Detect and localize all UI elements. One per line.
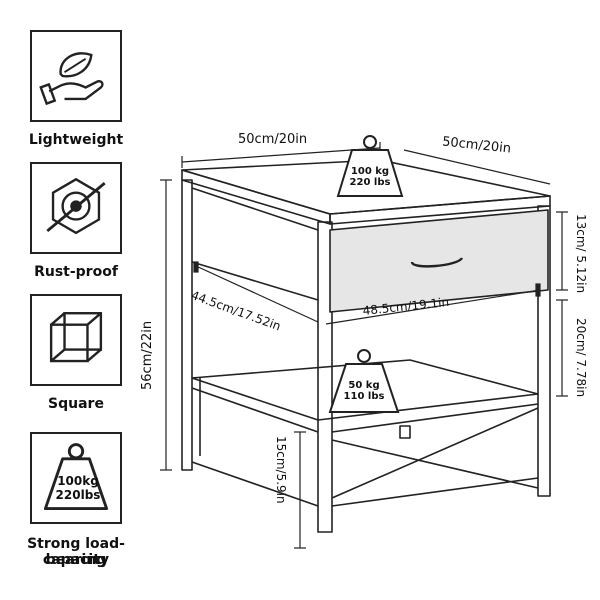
top-width-label: 50cm/20in [238, 132, 308, 147]
load-lbs-text: 220lbs [55, 488, 101, 502]
shelf-weight-tag [328, 363, 400, 413]
drawer-bottom-left [191, 261, 319, 301]
bottom-rail-front [331, 477, 539, 507]
drawer-top-left [191, 187, 319, 231]
drawer-height-label: 13cm/ 5.12in [574, 214, 588, 294]
shelf-weight-ring [357, 349, 371, 363]
leg-front-right [537, 205, 551, 497]
square-feature-box [30, 294, 122, 386]
leg-front-left [317, 221, 333, 533]
cube-icon [49, 312, 103, 363]
bottom-rail-left [191, 461, 319, 507]
top-weight-ring [363, 135, 377, 149]
lower-shelf-front [191, 387, 319, 433]
lightweight-feature-box [30, 30, 122, 122]
square-label: Square [48, 396, 104, 412]
shelf-load-lbs: 110 lbs [343, 391, 385, 402]
shelf-load-kg: 50 kg [348, 380, 380, 391]
load-feature-box: 100kg 220lbs [30, 432, 122, 524]
load-kg-text: 100kg [57, 474, 99, 488]
shelf-foot [399, 425, 411, 439]
x-brace-2 [331, 407, 539, 499]
rust-proof-feature-box [30, 162, 122, 254]
load-label-line2: capacity [42, 552, 110, 568]
lightweight-label: Lightweight [28, 132, 124, 148]
shelf-gap-label: 20cm/ 7.78in [574, 318, 588, 398]
lower-shelf [191, 359, 539, 421]
drawer-handle [410, 257, 464, 268]
top-load-lbs: 220 lbs [349, 177, 391, 188]
leg-back-left [181, 179, 193, 471]
table-top-front-edge [181, 169, 331, 225]
top-load-kg: 100 kg [350, 166, 390, 177]
weight-icon [43, 443, 109, 511]
x-brace-1 [331, 439, 539, 489]
drawer-front [329, 209, 549, 313]
rust-proof-label: Rust-proof [34, 264, 118, 280]
lower-shelf-side [331, 403, 539, 433]
total-height-label: 56cm/22in [140, 320, 155, 390]
load-label-line1: Strong load-bearing [27, 536, 125, 568]
bottom-gap-label: 15cm/5.9in [274, 436, 288, 504]
top-weight-tag [336, 149, 404, 197]
leaf-hand-icon [39, 52, 104, 106]
no-rust-bolt-icon [46, 177, 106, 235]
